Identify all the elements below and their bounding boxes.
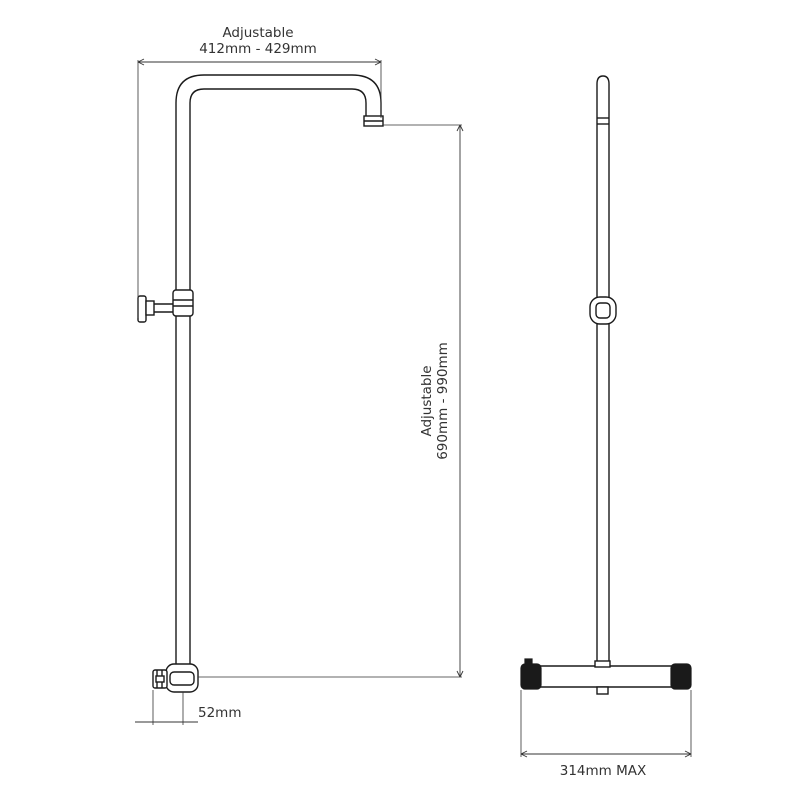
bottom-outlet xyxy=(596,686,609,695)
riser-pipe-outer xyxy=(175,74,382,668)
front-view xyxy=(520,75,692,695)
front-riser-pipe xyxy=(596,75,610,668)
side-view xyxy=(137,74,384,693)
total-width-label: 314mm MAX xyxy=(560,763,647,779)
wall-bracket-plate xyxy=(137,295,147,323)
dimension-lines xyxy=(135,58,692,758)
right-control-knob xyxy=(670,663,692,690)
riser-pipe-inner xyxy=(189,88,367,668)
left-control-knob xyxy=(520,663,542,690)
width-label-title: Adjustable xyxy=(222,25,293,41)
bar-valve-body xyxy=(526,665,686,688)
height-label-group: Adjustable 690mm - 990mm xyxy=(419,342,451,460)
offset-label: 52mm xyxy=(198,705,241,721)
height-label-range: 690mm - 990mm xyxy=(435,342,451,460)
height-label-title: Adjustable xyxy=(419,365,435,436)
pipe-clamp xyxy=(172,289,194,317)
width-label-range: 412mm - 429mm xyxy=(199,41,317,57)
